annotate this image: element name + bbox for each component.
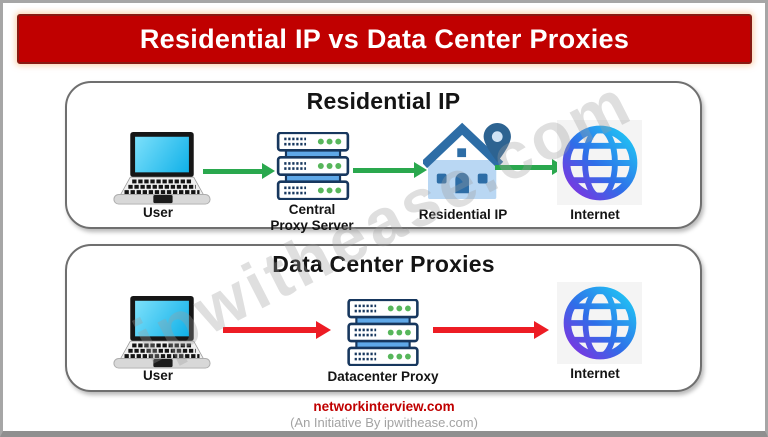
globe-icon [563, 286, 636, 360]
panel-residential-ip-title: Residential IP [306, 88, 461, 114]
label-central: Central [288, 202, 336, 217]
laptop-icon [113, 131, 211, 205]
location-pin-icon [483, 122, 511, 162]
panel-data-center-proxies: Data Center Proxies User [65, 244, 702, 392]
server-stack-icon [276, 132, 350, 200]
label-user: User [142, 205, 174, 220]
label-residential-ip: Residential IP [418, 207, 508, 222]
laptop-icon [113, 295, 211, 369]
panel-data-center-title: Data Center Proxies [272, 251, 495, 277]
footer-site: networkinterview.com [313, 399, 455, 414]
label-central-proxy-server: Central Proxy Server [270, 202, 353, 234]
label-internet: Internet [570, 207, 620, 222]
title-banner: Residential IP vs Data Center Proxies [17, 14, 752, 64]
label-internet: Internet [570, 366, 620, 381]
arrow-user-to-proxy [203, 162, 275, 180]
panel-residential-ip: Residential IP User [65, 81, 702, 233]
label-datacenter-proxy: Datacenter Proxy [327, 369, 439, 384]
arrow-proxy-to-residential [353, 161, 427, 179]
page-title: Residential IP vs Data Center Proxies [139, 23, 630, 54]
globe-box [557, 282, 642, 364]
globe-box [557, 120, 642, 205]
arrow-residential-to-internet [495, 158, 565, 176]
globe-icon [562, 125, 637, 200]
footer-subtitle: (An Initiative By ipwithease.com) [290, 415, 478, 430]
arrow-datacenter-proxy-to-internet [433, 321, 549, 339]
arrow-user-to-datacenter-proxy [223, 321, 331, 339]
server-stack-icon [347, 299, 419, 366]
house-with-pin-icon [423, 122, 511, 200]
label-proxy-server: Proxy Server [270, 218, 354, 233]
label-user: User [142, 368, 174, 383]
